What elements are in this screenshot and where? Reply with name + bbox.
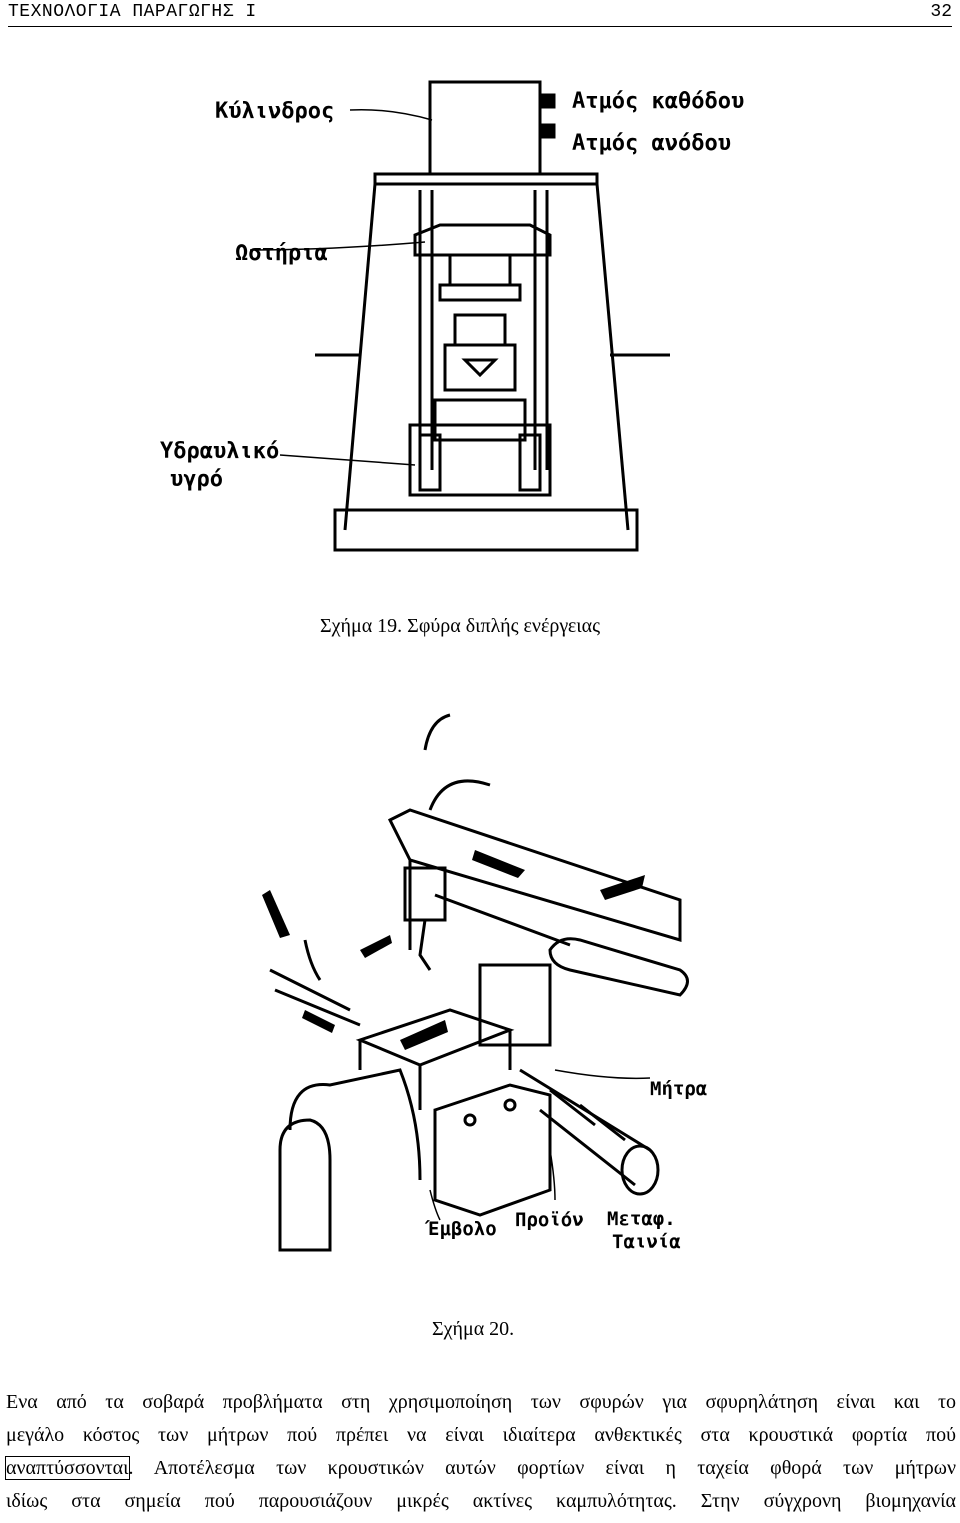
label-belt-1: Μεταφ. — [607, 1208, 676, 1230]
label-steam-down: Ατμός καθόδου — [572, 89, 744, 114]
cylinder-body — [428, 80, 542, 176]
label-belt-2: Ταινία — [612, 1231, 681, 1253]
page-number: 32 — [930, 2, 952, 22]
paragraph-line-4: ιδίως στα σημεία πού παρουσιάζουν μικρές… — [6, 1490, 956, 1512]
paragraph-line-3: αναπτύσσονται. Αποτέλεσμα των κρουστικών… — [5, 1452, 956, 1485]
running-title: ΤΕΧΝΟΛΟΓΙΑ ΠΑΡΑΓΩΓΗΣ Ι — [8, 2, 257, 22]
label-hydraulic-2: υγρό — [170, 467, 223, 492]
label-cylinder: Κύλινδρος — [215, 99, 334, 124]
label-guides: Ωστήρια — [235, 241, 328, 266]
label-die: Μήτρα — [650, 1078, 707, 1100]
figure-19-caption: Σχήμα 19. Σφύρα διπλής ενέργειας — [320, 615, 601, 637]
label-product: Προϊόν — [515, 1209, 584, 1231]
paragraph-line-2: μεγάλο κόστος των μήτρων πού πρέπει να ε… — [6, 1424, 956, 1446]
label-steam-up: Ατμός ανόδου — [572, 131, 731, 156]
figure-19-hammer-drawing: Κύλινδρος Ατμός καθόδου Ατμός ανόδου Ωστ… — [160, 80, 744, 552]
header-rule — [8, 26, 952, 27]
boxed-word: αναπτύσσονται — [5, 1456, 130, 1480]
page-header: ΤΕΧΝΟΛΟΓΙΑ ΠΑΡΑΓΩΓΗΣ Ι 32 — [8, 0, 952, 27]
paragraph-line-1-text: Ενα από τα σοβαρά προβλήματα στη χρησιμο… — [6, 1391, 956, 1413]
paragraph-line-3-rest: . Αποτέλεσμα των κρουστικών αυτών φορτίω… — [128, 1457, 956, 1479]
figure-20-forging-drawing: Μήτρα Έμβολο Προϊόν Μεταφ. Ταινία — [262, 713, 707, 1253]
label-ram: Έμβολο — [424, 1218, 497, 1240]
figure-20-caption: Σχήμα 20. — [432, 1318, 515, 1340]
body-paragraph-text: Ενα από τα σοβαρά προβλήματα στη χρησιμο… — [5, 1386, 956, 1518]
label-hydraulic-1: Υδραυλικό — [160, 439, 279, 464]
